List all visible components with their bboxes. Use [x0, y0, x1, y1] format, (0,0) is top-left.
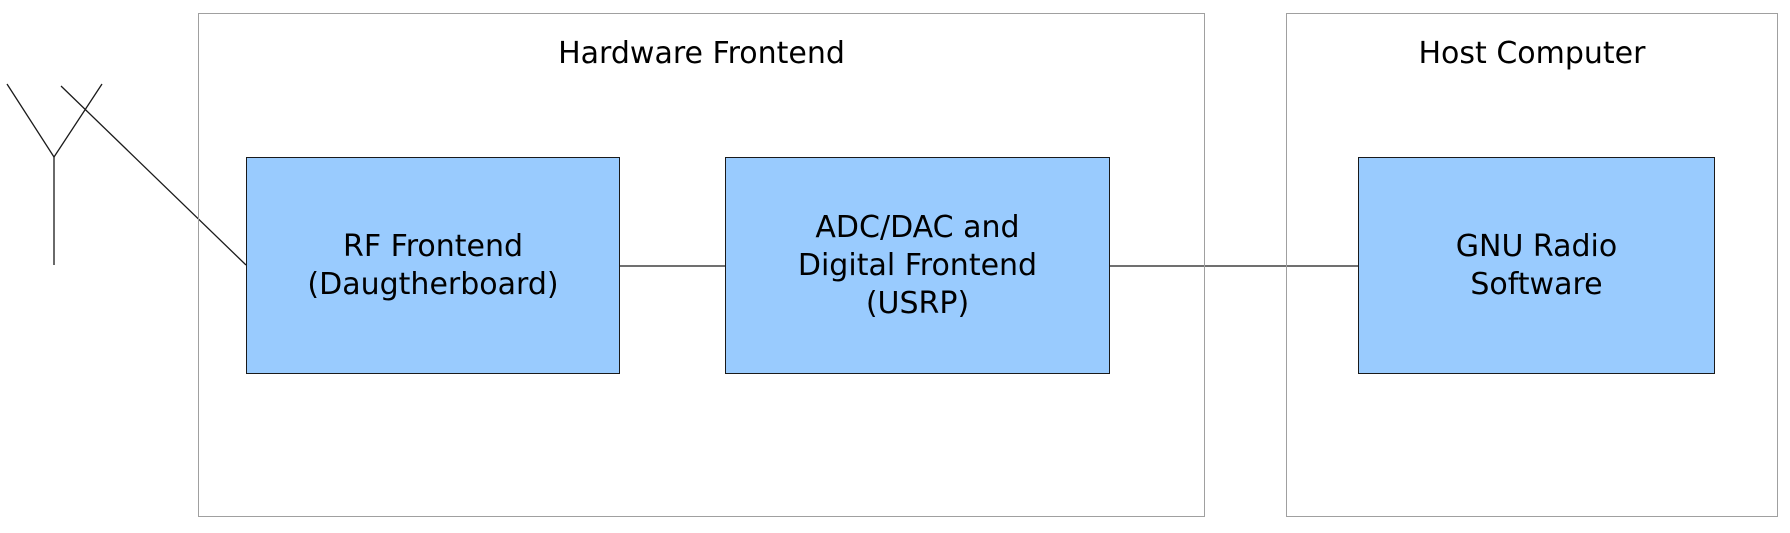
rf-frontend-label: RF Frontend (Daugtherboard) — [307, 228, 558, 304]
adc-dac-label: ADC/DAC and Digital Frontend (USRP) — [798, 209, 1037, 323]
rf-frontend-label-line-2: (Daugtherboard) — [307, 266, 559, 302]
antenna-icon — [6, 83, 103, 265]
hardware-frontend-group: Hardware Frontend — [198, 13, 1205, 517]
host-computer-group: Host Computer — [1286, 13, 1778, 517]
host-computer-title: Host Computer — [1418, 36, 1646, 71]
adc-dac-label-line-3: (USRP) — [865, 285, 970, 321]
adc-dac-label-line-2: Digital Frontend — [797, 247, 1038, 283]
adc-dac-label-line-1: ADC/DAC and — [815, 209, 1020, 245]
gnu-radio-label: GNU Radio Software — [1456, 228, 1617, 304]
adc-dac-digital-frontend-block: ADC/DAC and Digital Frontend (USRP) — [725, 157, 1110, 374]
gnu-radio-label-line-2: Software — [1470, 266, 1603, 302]
gnu-radio-software-block: GNU Radio Software — [1358, 157, 1715, 374]
gnu-radio-label-line-1: GNU Radio — [1455, 228, 1618, 264]
rf-frontend-label-line-1: RF Frontend — [342, 228, 524, 264]
antenna-to-rf-wire — [60, 85, 247, 266]
rf-frontend-block: RF Frontend (Daugtherboard) — [246, 157, 620, 374]
hardware-frontend-title: Hardware Frontend — [558, 36, 845, 71]
